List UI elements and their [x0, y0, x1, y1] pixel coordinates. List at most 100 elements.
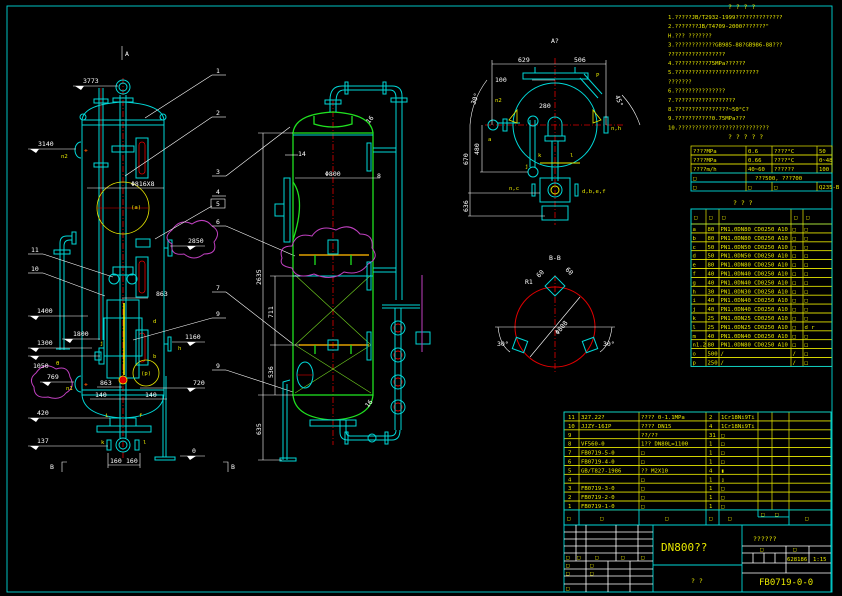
callout-number: 2 [216, 109, 220, 117]
header-cell: □ [600, 516, 604, 522]
nozzle-cell: 50 [708, 245, 715, 251]
tech-table-row: □???500, ???700 [690, 172, 833, 183]
angle-dimension: 30° [497, 340, 509, 348]
parts-cell: ???? 0-1.1MPa [641, 415, 685, 421]
nozzle-cell: □ [805, 227, 809, 233]
parts-cell: 2 [709, 415, 712, 421]
dimension: 635 [255, 423, 263, 435]
view-title: A? [551, 37, 559, 45]
nozzle-cell: 50 [708, 254, 715, 260]
note-line: 8.????????????????~50°C? [668, 107, 749, 113]
nozzle-cell: 40 [708, 334, 715, 340]
parts-cell: 1 [709, 486, 712, 492]
tech-cell: ????MPa [693, 158, 717, 164]
nozzle-cell: n1.2 [693, 343, 706, 349]
nozzle-cell: □ [793, 325, 797, 331]
thickness-dimension: 14 [298, 150, 306, 158]
nozzle-label: l [143, 440, 146, 446]
nozzle-cell: 80 [708, 236, 715, 242]
nozzle-label: k [101, 440, 105, 446]
thickness-dimension: 16 [364, 114, 375, 125]
nozzle-cell: 500 [708, 352, 718, 358]
plan-view: A? 629 506 100 280 30° 45° 670 480 636 n… [462, 37, 641, 225]
nozzle-cell: p [693, 361, 697, 367]
parts-cell: □ [641, 504, 645, 510]
note-line: 5.????????????????????????? [668, 70, 759, 76]
elevation-label: 2850 [188, 237, 204, 245]
nozzle-cell: PN1.0DN25 CD0250 A10 [721, 316, 788, 322]
nozzle-cell: 40 [708, 307, 715, 313]
nozzle-cell: k [693, 316, 697, 322]
nozzle-cell: d r [805, 325, 816, 331]
title-block-cell: □ [793, 547, 797, 553]
parts-cell: VF560-0 [581, 442, 605, 448]
dimension: 506 [574, 56, 586, 64]
tech-cell: ????°C [774, 149, 794, 155]
nozzle-cell: □ [793, 254, 797, 260]
nozzle-cell: □ [793, 272, 797, 278]
parts-cell: JJZY-16IP [581, 424, 612, 430]
nozzle-cell: PN1.0DN40 CD0250 A10 [721, 280, 788, 286]
title-block-cell: □ [590, 571, 594, 577]
tech-cell: □ [748, 185, 752, 191]
elevation-label: 1160 [185, 333, 201, 341]
callout-number: 5 [216, 200, 220, 208]
parts-cell: 1 [709, 504, 712, 510]
section-view: 2635 711 536 635 Φ800 14 8 16 16 [255, 81, 431, 462]
section-mark-b: B [50, 463, 54, 471]
header-cell: □ [805, 516, 809, 522]
nozzle-cell: □ [793, 280, 797, 286]
header-cell: □ [694, 215, 698, 221]
nozzle-cell: □ [793, 245, 797, 251]
nozzle-cell: □ [793, 316, 797, 322]
parts-cell: 4 [709, 468, 713, 474]
bb-view: B-B Φ808 30° 30° R1 60 60 [495, 254, 615, 372]
drawing-title: DN800?? [661, 541, 707, 554]
nozzle-cell: □ [805, 343, 809, 349]
diameter-dimension: Φ800 [325, 170, 341, 178]
elevation-label: 769 [47, 373, 59, 381]
company-name: ?????? [753, 535, 777, 543]
parts-cell: □ [641, 477, 645, 483]
elevation-label: 137 [37, 437, 49, 445]
title-block: DN800?? ? ? ?????? 628186 1:15 FB0719-0-… [563, 524, 832, 593]
nozzle-cell: 80 [708, 263, 715, 269]
parts-cell: ▮ [721, 468, 724, 474]
nozzle-cell: □ [805, 254, 809, 260]
dimension: 711 [267, 306, 275, 318]
thickness-dimension: 8 [377, 172, 381, 180]
section-mark-b: B [231, 463, 235, 471]
parts-cell: FB0719-3-0 [581, 486, 615, 492]
dimension: 100 [495, 76, 507, 84]
dimension: 280 [539, 102, 551, 110]
height-dimension: 2635 [255, 269, 263, 285]
vessel-plan-outline [512, 82, 598, 168]
title-block-cell: □ [621, 555, 625, 561]
header-cell: □ [709, 215, 713, 221]
elevation-label: 1800 [73, 330, 89, 338]
nozzle-cell: c [693, 245, 696, 251]
parts-cell: □ [721, 504, 725, 510]
nozzle-label: n,h [611, 126, 621, 132]
parts-cell: 10 [568, 424, 575, 430]
view-title: B-B [549, 254, 561, 262]
notes-title: ? ? ? ? [728, 3, 755, 11]
nozzle-cell: d [693, 254, 696, 260]
nozzle-label: n2 [61, 154, 68, 160]
nozzle-cell: 250 [708, 361, 718, 367]
tech-cell: ????MPa [693, 149, 717, 155]
parts-cell: 11 [568, 415, 575, 421]
nozzle-label: n1 [66, 386, 73, 392]
callout-number: 11 [31, 246, 39, 254]
nozzle-cell: □ [805, 298, 809, 304]
manway [283, 177, 291, 243]
distributor-upper [299, 239, 369, 265]
